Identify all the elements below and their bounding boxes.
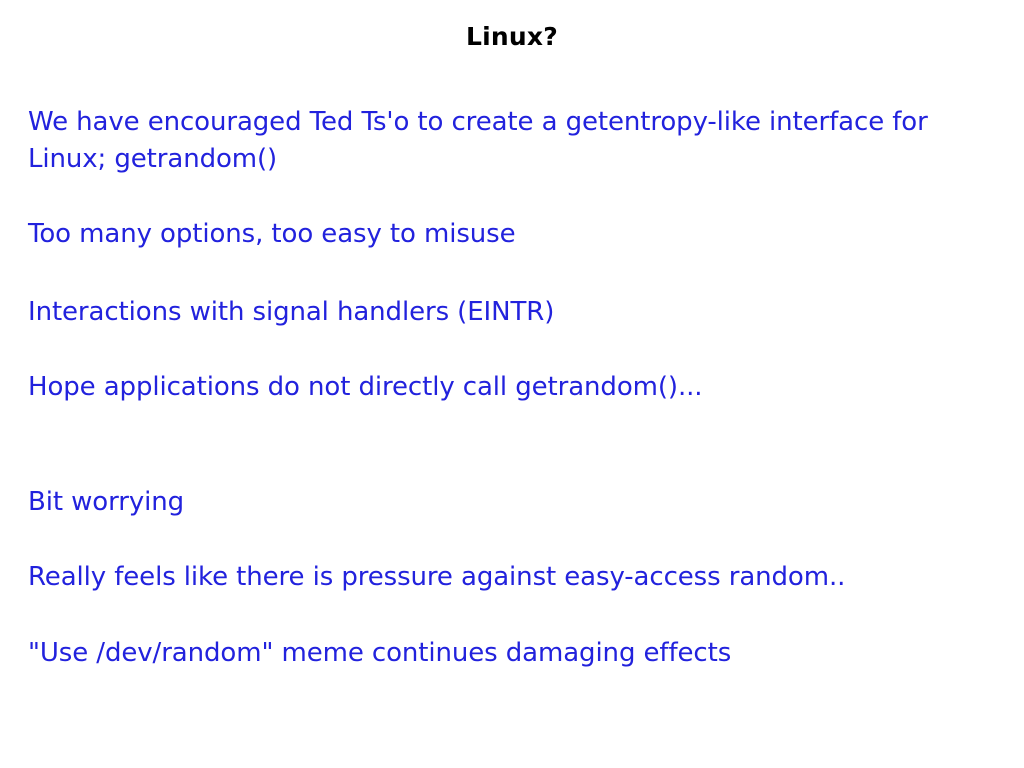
bullet-signal-handler-eintr: Interactions with signal handlers (EINTR… [28,297,555,327]
bullet-bit-worrying: Bit worrying [28,487,185,517]
bullet-too-many-options: Too many options, too easy to misuse [28,219,516,249]
bullet-hope-no-direct-call: Hope applications do not directly call g… [28,372,703,402]
slide-body: We have encouraged Ted Ts'o to create a … [28,104,996,672]
bullet-getentropy-like-interface: We have encouraged Ted Ts'o to create a … [28,107,936,174]
bullet-pressure-against-random: Really feels like there is pressure agai… [28,562,846,592]
bullet-dev-random-meme: "Use /dev/random" meme continues damagin… [28,638,732,668]
slide-title: Linux? [466,22,558,51]
